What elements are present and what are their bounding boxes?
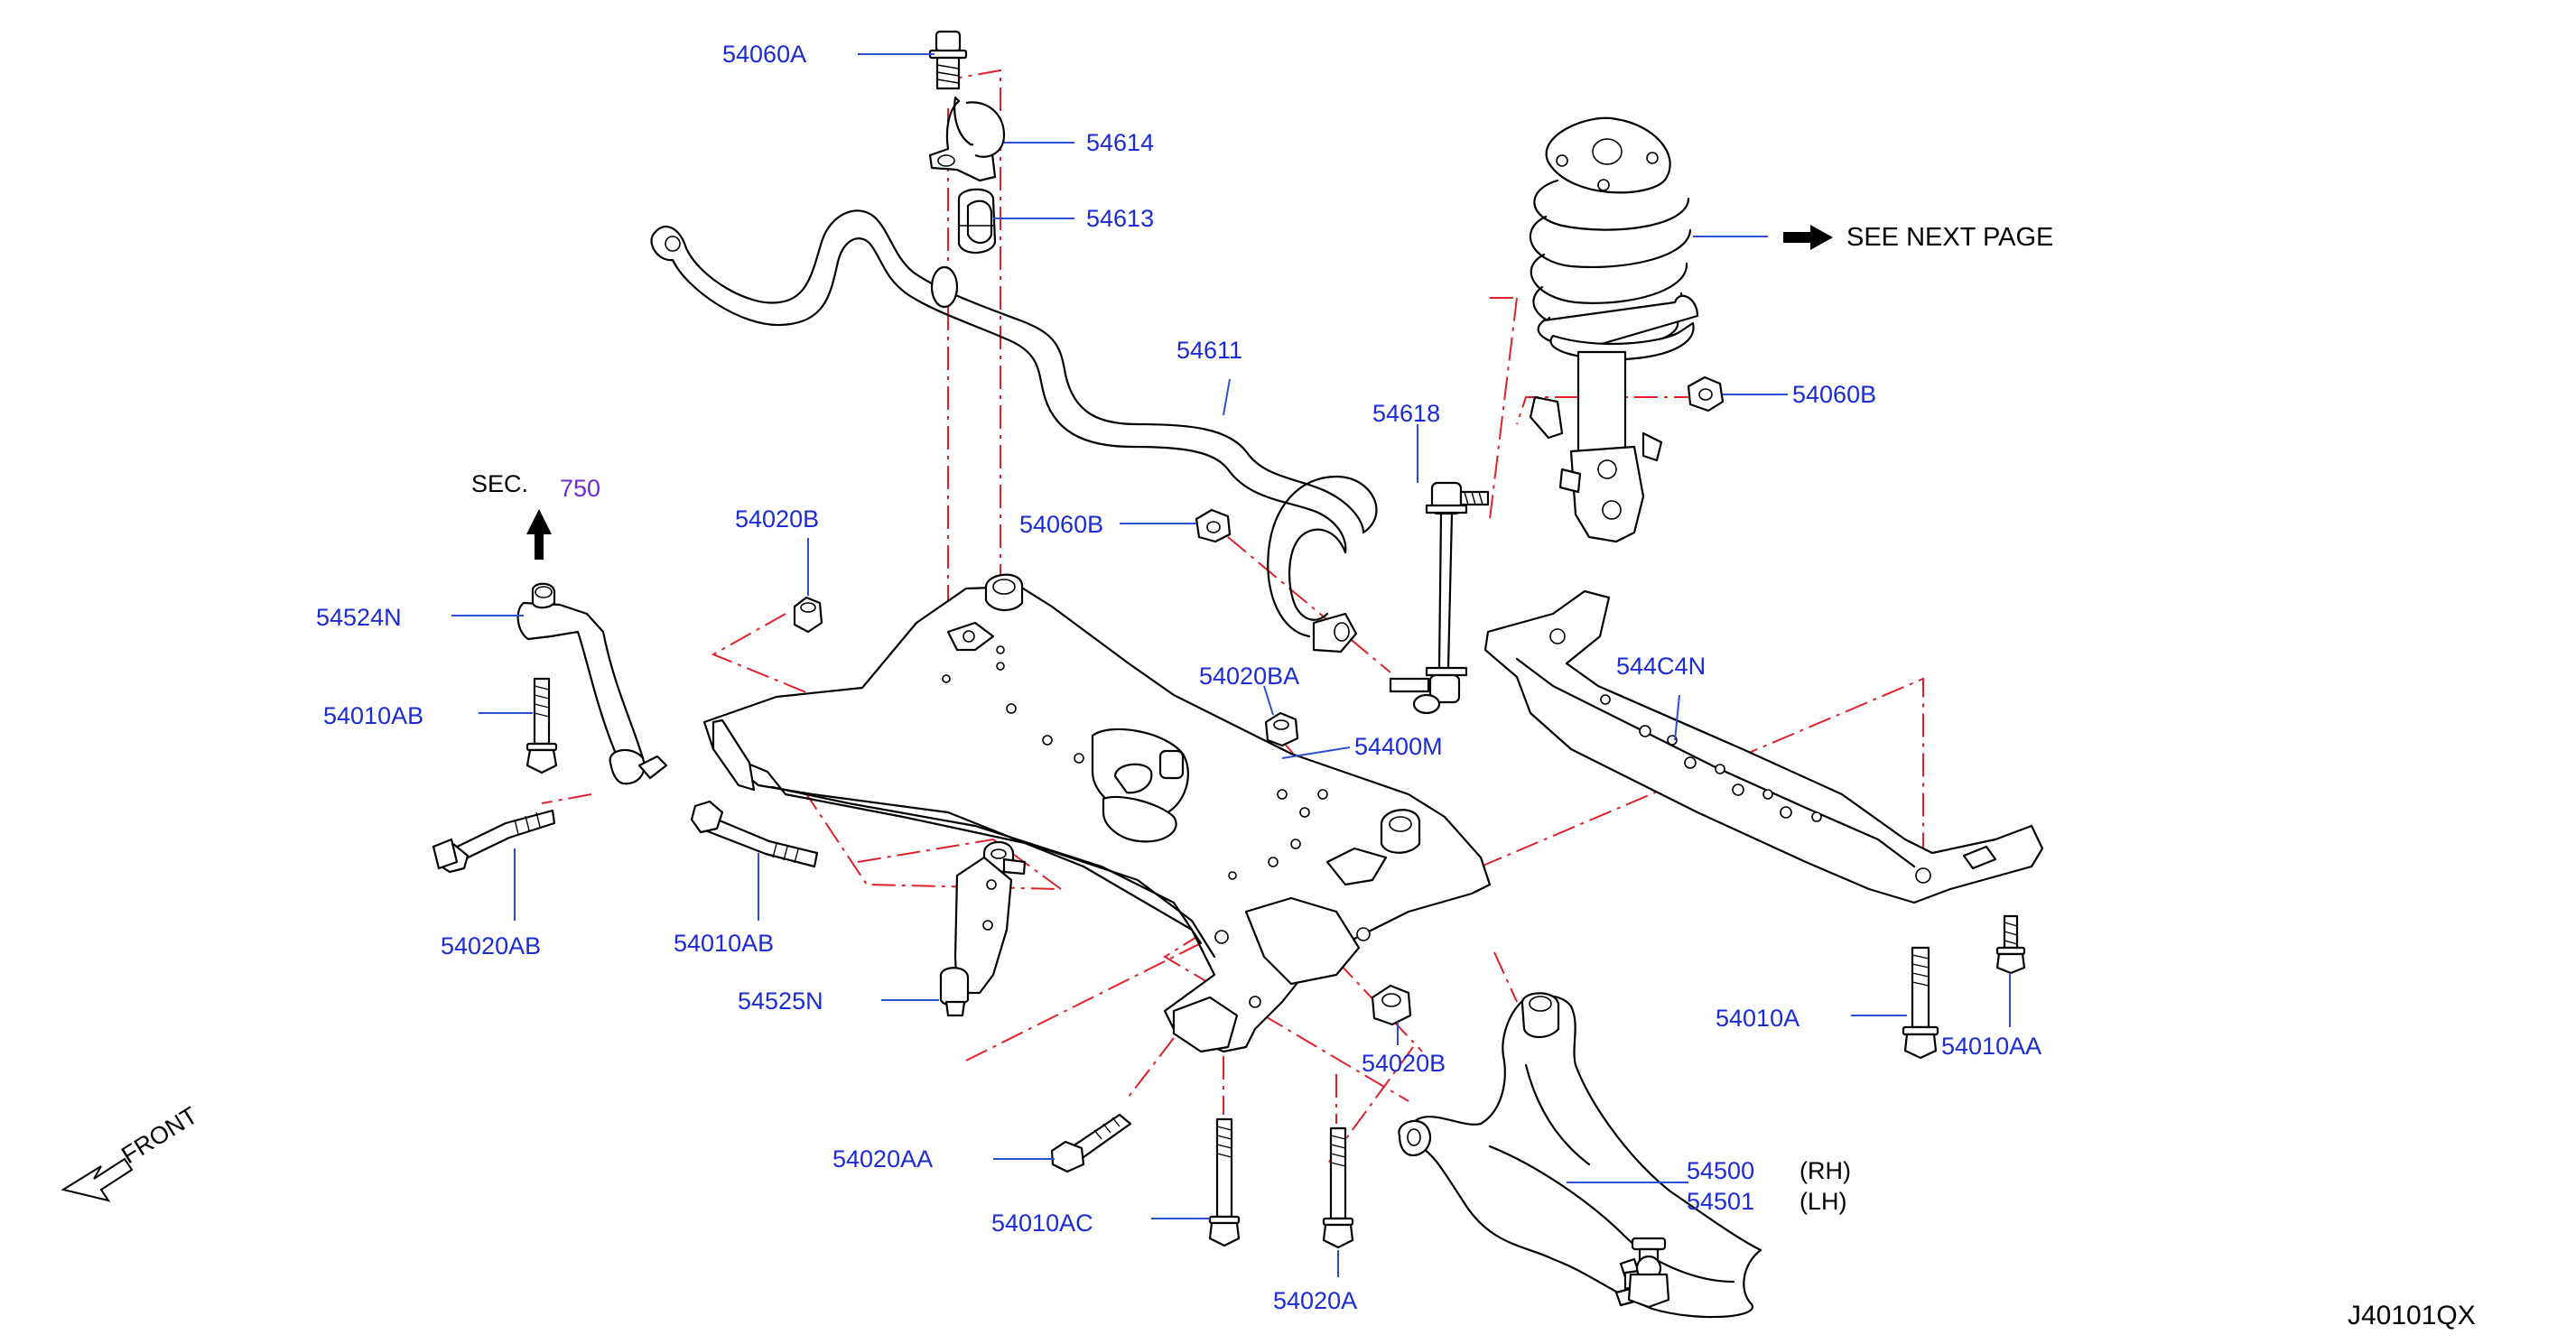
nut-54060B-mid	[1195, 508, 1232, 543]
label-54060B-mid: 54060B	[1019, 511, 1103, 538]
diagram-code: J40101QX	[2348, 1301, 2476, 1330]
bolt-54010A	[1902, 946, 1939, 1060]
label-54020BA: 54020BA	[1199, 663, 1299, 690]
nut-54060B-strut	[1687, 375, 1725, 412]
bolt-54060A	[928, 30, 968, 90]
labels: 54060A 54614 54613 54611 54618 54060B 54…	[116, 41, 2475, 1330]
label-54500: 54500	[1687, 1157, 1754, 1184]
strut-assembly	[1529, 116, 1699, 543]
nut-54020B-low	[1371, 984, 1412, 1026]
bolt-54020A	[1322, 1126, 1354, 1249]
label-rh: (RH)	[1799, 1157, 1851, 1184]
label-54524N: 54524N	[316, 604, 402, 631]
bolt-54010AC	[1208, 1117, 1241, 1247]
label-54614: 54614	[1086, 129, 1154, 156]
lower-arm-54500-54501	[1398, 992, 1762, 1319]
sec-number: 750	[560, 475, 600, 502]
see-next-page-arrow	[1783, 225, 1833, 250]
label-54010AB-left: 54010AB	[323, 702, 423, 729]
label-54060A: 54060A	[722, 41, 806, 68]
crossmember-544C4N	[1483, 589, 2044, 904]
label-54613: 54613	[1086, 205, 1154, 232]
label-54611: 54611	[1176, 337, 1242, 364]
label-54020B-low: 54020B	[1362, 1050, 1446, 1077]
see-next-page-label: SEE NEXT PAGE	[1846, 223, 2053, 252]
label-54060B-strut: 54060B	[1792, 381, 1876, 408]
label-54020AB: 54020AB	[441, 932, 541, 959]
bolt-54010AB-left	[525, 677, 558, 774]
sec-arrow-up	[526, 509, 552, 560]
link-54525N	[939, 840, 1027, 1017]
front-label: FRONT	[116, 1101, 202, 1169]
stabilizer-link-54618	[1389, 481, 1490, 715]
label-544C4N: 544C4N	[1616, 653, 1706, 680]
nut-54020B-top	[793, 596, 823, 634]
leader-lines	[451, 53, 2011, 1277]
bolt-54010AB-mid	[690, 800, 819, 868]
nut-54020BA	[1264, 711, 1299, 747]
label-lh: (LH)	[1799, 1188, 1847, 1215]
label-54618: 54618	[1372, 400, 1440, 427]
bolt-54010AA	[1995, 914, 2026, 975]
label-54020B-top: 54020B	[735, 505, 819, 533]
sec-label: SEC.	[471, 470, 528, 497]
bolt-54020AB	[432, 809, 556, 874]
label-54010AC: 54010AC	[991, 1210, 1093, 1237]
front-arrow	[60, 1157, 134, 1202]
label-54020A: 54020A	[1273, 1287, 1357, 1314]
label-54010AB-mid: 54010AB	[674, 930, 774, 957]
label-54400M: 54400M	[1354, 733, 1443, 760]
subframe-54400M	[702, 573, 1492, 1053]
label-54525N: 54525N	[738, 987, 823, 1015]
label-54020AA: 54020AA	[832, 1145, 933, 1173]
clamp-54614	[928, 96, 1006, 182]
link-54524N	[516, 582, 668, 785]
bushing-54613	[957, 188, 997, 254]
label-54501: 54501	[1687, 1188, 1754, 1215]
bolt-54020AA	[1050, 1113, 1132, 1173]
stabilizer-bar-54611	[650, 209, 1378, 653]
label-54010AA: 54010AA	[1941, 1033, 2041, 1060]
label-54010A: 54010A	[1716, 1005, 1799, 1032]
